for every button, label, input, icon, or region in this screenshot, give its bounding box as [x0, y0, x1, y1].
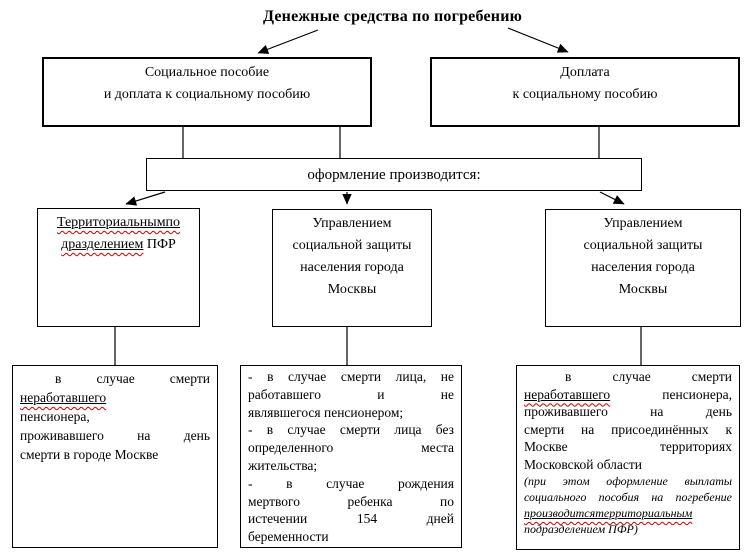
text-line: (при этом оформление выплаты	[524, 474, 732, 488]
arrow-title-to-left-box	[257, 29, 319, 54]
text-line: социальной защиты	[583, 238, 703, 253]
text-line: смерти на присоединённых к	[524, 421, 732, 437]
arrow-middle-to-pfr	[125, 191, 166, 206]
text-line: мертвого ребенка по	[248, 493, 454, 509]
text-line: смерти в городе Москве	[20, 447, 159, 462]
arrow-middle-to-uszn-right	[599, 191, 625, 205]
text-line: являвшегося пенсионером;	[248, 404, 404, 420]
text-line: истечении 154 дней	[248, 511, 454, 527]
text-line: проживавшего на день	[524, 404, 732, 419]
text-line: и доплата к социальному пособию	[103, 87, 311, 102]
node-case-pensioner-moscow: в случае смерти неработавшего пенсионера, п…	[12, 365, 218, 548]
node-pfr-division: Территориальнымпо дразделением ПФР	[37, 208, 200, 327]
text-line: в случае смерти	[20, 371, 210, 386]
text-line: определенного места	[248, 440, 454, 456]
text-line: Территориальнымпо	[38, 212, 199, 234]
underlined-misspelled-word: дразделением	[61, 237, 144, 252]
text-line: Москве территориях	[524, 439, 732, 454]
text-line: Московской области	[524, 456, 643, 472]
text-line: жительства;	[248, 457, 318, 473]
node-social-benefit: Социальное пособие и доплата к социальном…	[42, 57, 372, 127]
text-line: Москвы	[618, 282, 668, 297]
underlined-misspelled-word: Территориальнымпо	[56, 215, 181, 230]
node-supplement: Доплата к социальному пособию	[430, 57, 740, 127]
text-line: беременности	[248, 529, 329, 545]
text-line: пенсионера,	[20, 409, 90, 424]
diagram-title: Денежные средства по погребению	[262, 8, 523, 25]
node-uszn-moscow-left: Управлением социальной защиты населения го…	[272, 209, 432, 327]
node-uszn-moscow-right: Управлением социальной защиты населения го…	[545, 209, 741, 327]
underlined-misspelled-word: неработавшего	[20, 390, 107, 405]
node-processing: оформление производится:	[146, 158, 642, 191]
processing-label: оформление производится:	[307, 166, 481, 183]
text-line: социальной защиты	[292, 238, 412, 253]
node-case-non-pensioner: - в случае смерти лица, не работавшего и …	[240, 365, 462, 548]
text-line: Доплата	[560, 65, 610, 80]
underlined-misspelled-word: неработавшего	[524, 386, 611, 402]
text-line: Москвы	[327, 282, 377, 297]
text-line: - в случае рождения	[248, 475, 454, 491]
underlined-misspelled-word: производитсятерриториальным	[524, 506, 693, 520]
text-line: населения города	[300, 260, 404, 275]
text-line: - в случае смерти лица без	[248, 422, 454, 438]
node-case-pensioner-region: в случае смерти неработавшего пенсионера,…	[516, 365, 740, 550]
text-line: подразделением ПФР)	[524, 522, 638, 536]
text-line: населения города	[591, 260, 695, 275]
text-line: дразделением ПФР	[61, 237, 176, 252]
text-line: к социальному пособию	[512, 87, 658, 102]
text-line: - в случае смерти лица, не	[248, 369, 454, 384]
text-line: работавшего и не	[248, 386, 454, 402]
text-line: в случае смерти	[524, 369, 732, 384]
text-line: проживавшего на день	[20, 428, 210, 443]
arrow-title-to-right-box	[507, 27, 569, 53]
text-line: неработавшего пенсионера,	[524, 386, 732, 402]
text-line: неработавшего	[20, 388, 210, 407]
text-line: Управлением	[603, 216, 683, 231]
text-line: производитсятерриториальным	[524, 505, 732, 521]
text-line: Управлением	[312, 216, 392, 231]
text-line: социального пособия на погребение	[524, 490, 732, 504]
text-line: Социальное пособие	[144, 65, 270, 80]
